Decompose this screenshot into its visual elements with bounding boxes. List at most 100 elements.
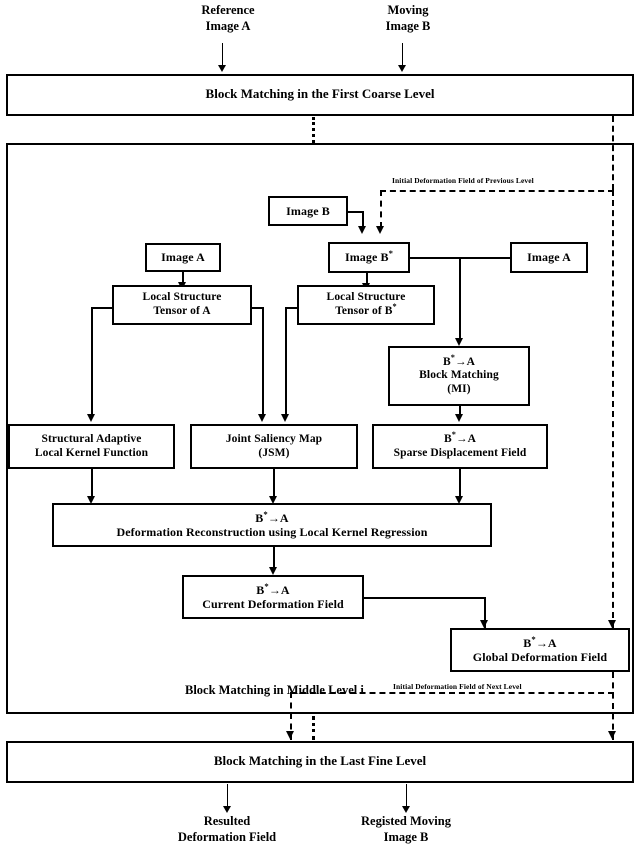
connector-image-b-right — [348, 211, 364, 213]
node-lst-b-star-line-2: Tensor of B* — [335, 302, 397, 317]
node-lst-a-line-2: Tensor of A — [153, 305, 211, 317]
node-image-b-star-label: Image B* — [344, 248, 394, 265]
arrowhead-jsm-to-reconstruction — [268, 496, 277, 504]
connector-lst-a-right — [250, 307, 264, 309]
node-kernel-function-line-2: Local Kernel Function — [34, 446, 149, 459]
arrowhead-reconstruction-to-current — [268, 567, 277, 575]
arrowhead-fine-to-registed — [401, 806, 410, 813]
node-block-matching-mi-line-2: Block Matching — [419, 369, 499, 382]
arrowhead-next-level-right — [608, 731, 616, 739]
arrowhead-sparse-to-reconstruction — [454, 496, 463, 504]
connector-moving-to-coarse — [402, 43, 403, 67]
node-reconstruction-line-1: B*→A — [255, 508, 289, 525]
dashed-next-level-vertical-left — [290, 692, 292, 740]
node-global-field-line-1: B*→A — [523, 633, 557, 650]
node-jsm-line-2: (JSM) — [258, 446, 290, 459]
arrowhead-moving-to-coarse — [398, 65, 406, 72]
dashed-label-next-level: Initial Deformation Field of Next Level — [393, 682, 522, 691]
node-image-a-right-label: Image A — [527, 250, 571, 265]
node-sparse-field-line-2: Sparse Displacement Field — [393, 446, 527, 459]
node-block-matching-mi-line-1: B*→A — [442, 352, 476, 368]
arrowhead-reference-to-coarse — [218, 65, 226, 72]
arrowhead-current-to-global — [479, 620, 488, 628]
dotted-connector-middle-to-fine — [312, 716, 315, 740]
output-label-resulted: Resulted Deformation Field — [157, 813, 297, 846]
connector-lst-a-left — [91, 307, 114, 309]
node-jsm[interactable]: Joint Saliency Map (JSM) — [190, 424, 358, 469]
connector-image-a-right-down — [459, 257, 461, 342]
connector-lst-b-left-down — [285, 307, 287, 417]
connector-kernel-to-reconstruction — [91, 469, 93, 499]
connector-lst-b-left — [285, 307, 299, 309]
moving-line-2: Image B — [385, 19, 431, 34]
node-image-a-left[interactable]: Image A — [145, 243, 221, 272]
reference-line-2: Image A — [205, 19, 251, 34]
node-sparse-field[interactable]: B*→A Sparse Displacement Field — [372, 424, 548, 469]
arrowhead-previous-level-to-image-b-star — [375, 226, 384, 234]
dashed-next-level-vertical-right — [612, 672, 614, 740]
arrowhead-lst-a-to-kernel-function — [86, 414, 95, 422]
node-reconstruction[interactable]: B*→A Deformation Reconstruction using Lo… — [52, 503, 492, 547]
dashed-label-previous-level: Initial Deformation Field of Previous Le… — [392, 176, 534, 185]
node-kernel-function-line-1: Structural Adaptive — [41, 432, 142, 445]
node-global-field-line-2: Global Deformation Field — [472, 650, 608, 664]
node-global-field[interactable]: B*→A Global Deformation Field — [450, 628, 630, 672]
connector-image-b-star-down — [366, 273, 368, 285]
dashed-next-level-horizontal — [290, 692, 614, 694]
output-label-registed: Registed Moving Image B — [336, 813, 476, 846]
dashed-spine-top — [612, 116, 614, 190]
connector-reference-to-coarse — [222, 43, 223, 67]
node-current-field[interactable]: B*→A Current Deformation Field — [182, 575, 364, 619]
registed-line-2: Image B — [383, 830, 429, 845]
node-image-a-left-label: Image A — [161, 250, 205, 265]
node-kernel-function[interactable]: Structural Adaptive Local Kernel Functio… — [8, 424, 175, 469]
band-fine-level-label: Block Matching in the Last Fine Level — [213, 753, 427, 768]
arrowhead-image-b-to-image-b-star — [357, 226, 366, 234]
arrowhead-lst-a-to-jsm — [257, 414, 266, 422]
connector-image-b-down — [362, 211, 364, 228]
band-fine-level[interactable] — [6, 741, 634, 783]
node-image-a-right[interactable]: Image A — [510, 242, 588, 273]
band-coarse-level[interactable] — [6, 74, 634, 116]
resulted-line-1: Resulted — [203, 814, 251, 828]
node-image-b[interactable]: Image B — [268, 196, 348, 226]
connector-mi-to-sparse-field — [459, 406, 461, 418]
band-middle-level-label: Block Matching in Middle Level i — [185, 683, 364, 697]
band-coarse-level-label: Block Matching in the First Coarse Level — [205, 86, 435, 101]
connector-jsm-to-reconstruction — [273, 469, 275, 499]
arrowhead-fine-to-resulted — [222, 806, 231, 813]
connector-current-to-global-horizontal — [364, 597, 486, 599]
dotted-connector-coarse-to-middle — [312, 117, 315, 143]
node-jsm-line-1: Joint Saliency Map — [225, 432, 323, 445]
reference-line-1: Reference — [201, 3, 255, 17]
node-lst-b-star-line-1: Local Structure — [326, 291, 406, 304]
connector-sparse-to-reconstruction — [459, 469, 461, 499]
arrowhead-dashed-spine-to-global — [608, 620, 616, 628]
node-block-matching-mi[interactable]: B*→A Block Matching (MI) — [388, 346, 530, 406]
input-label-reference: Reference Image A — [168, 2, 288, 35]
registed-line-1: Registed Moving — [361, 814, 451, 828]
node-lst-a[interactable]: Local Structure Tensor of A — [112, 285, 252, 325]
input-label-moving: Moving Image B — [348, 2, 468, 35]
arrowhead-to-block-matching-mi — [454, 338, 463, 346]
connector-current-to-global-vertical — [484, 597, 486, 630]
dashed-spine-middle — [612, 190, 614, 628]
node-image-b-label: Image B — [286, 203, 330, 218]
dashed-previous-level-vertical — [380, 190, 382, 228]
connector-lst-a-left-down — [91, 307, 93, 417]
connector-lst-a-right-down — [262, 307, 264, 417]
connector-image-a-left-down — [182, 272, 184, 284]
connector-reconstruction-to-current — [273, 547, 275, 570]
arrowhead-lst-b-to-jsm — [280, 414, 289, 422]
arrowhead-next-level-left — [285, 731, 294, 739]
node-current-field-line-2: Current Deformation Field — [202, 597, 344, 611]
arrowhead-mi-to-sparse-field — [454, 414, 463, 422]
node-current-field-line-1: B*→A — [256, 580, 290, 597]
connector-fine-to-registed — [406, 784, 407, 809]
node-lst-b-star[interactable]: Local Structure Tensor of B* — [297, 285, 435, 325]
node-reconstruction-line-2: Deformation Reconstruction using Local K… — [116, 525, 428, 539]
node-image-b-star[interactable]: Image B* — [328, 242, 410, 273]
arrowhead-kernel-to-reconstruction — [86, 496, 95, 504]
connector-fine-to-resulted — [227, 784, 228, 809]
